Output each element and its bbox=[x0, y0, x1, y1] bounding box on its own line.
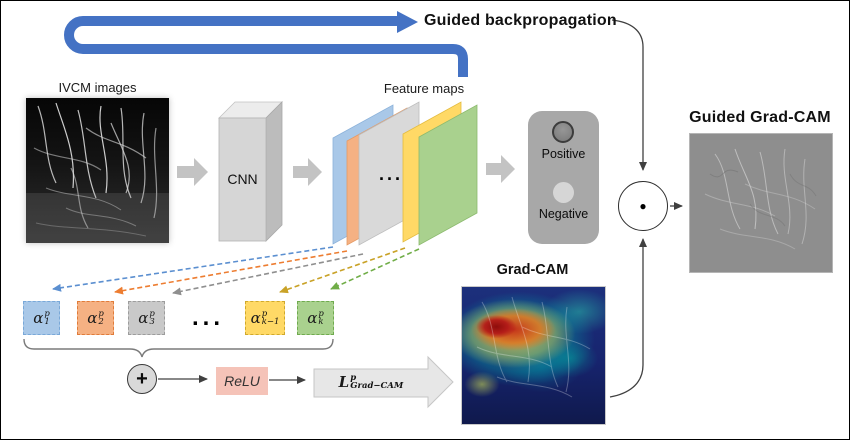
gradcam-title: Grad-CAM bbox=[496, 262, 569, 278]
dashed-arrow-gray bbox=[172, 253, 364, 296]
alpha-2-symbol: α bbox=[87, 309, 98, 327]
cnn-box bbox=[218, 101, 283, 242]
gradcam-fibers bbox=[476, 296, 591, 398]
dashed-arrow-green bbox=[330, 248, 420, 290]
plus-icon: + bbox=[136, 368, 148, 390]
dashed-arrow-yellow bbox=[279, 247, 406, 294]
feature-maps-ellipsis: ... bbox=[379, 164, 404, 184]
backprop-arrowhead-icon bbox=[397, 11, 418, 33]
positive-circle-icon bbox=[552, 121, 574, 143]
gradcam-image bbox=[461, 286, 606, 425]
alpha-k-symbol: α bbox=[307, 309, 318, 327]
gradcam-to-dot-connector bbox=[609, 238, 647, 398]
weights-box: Positive Negative bbox=[528, 111, 599, 244]
sum-node: + bbox=[127, 364, 157, 394]
cnn-box-front bbox=[218, 117, 267, 242]
guided-fibers bbox=[704, 148, 817, 250]
relu-box: ReLU bbox=[216, 367, 268, 395]
backprop-to-dot-connector bbox=[611, 19, 647, 171]
feature-map-green bbox=[418, 104, 478, 246]
lterm-symbol: L bbox=[338, 373, 350, 391]
backprop-arrow-shaft bbox=[64, 16, 468, 77]
dot-operator-icon: ● bbox=[639, 199, 647, 213]
alpha-3-symbol: α bbox=[138, 309, 149, 327]
positive-label: Positive bbox=[541, 147, 586, 161]
relu-label: ReLU bbox=[224, 373, 260, 389]
cnn-box-side bbox=[265, 101, 283, 242]
alpha-brace bbox=[23, 338, 334, 358]
ivcm-haze bbox=[26, 193, 169, 243]
feature-maps-label: Feature maps bbox=[383, 81, 465, 96]
guided-gradcam-image bbox=[689, 133, 833, 273]
backprop-arrow bbox=[64, 11, 468, 77]
ivcm-images-label: IVCM images bbox=[58, 80, 137, 95]
arrow-ivcm-to-cnn-icon bbox=[177, 158, 208, 186]
guided-gradcam-title: Guided Grad-CAM bbox=[689, 109, 831, 126]
gradient-arrows bbox=[52, 246, 420, 296]
dashed-arrow-orange bbox=[114, 250, 348, 295]
lterm-block-arrow bbox=[313, 355, 454, 409]
dot-product-node: ● bbox=[618, 181, 668, 231]
arrow-features-to-weights-icon bbox=[486, 155, 515, 183]
cnn-label: CNN bbox=[227, 171, 258, 187]
ivcm-image bbox=[26, 98, 169, 243]
alpha-k-1-symbol: α bbox=[250, 309, 261, 327]
negative-label: Negative bbox=[538, 207, 589, 221]
guided-backprop-label: Guided backpropagation bbox=[424, 12, 617, 29]
dashed-arrow-blue bbox=[52, 246, 334, 292]
nerve-fibers bbox=[33, 102, 158, 237]
negative-circle-icon bbox=[553, 182, 574, 203]
alpha-ellipsis: ... bbox=[191, 304, 224, 331]
arrow-cnn-to-features-icon bbox=[293, 158, 322, 186]
alpha-1-symbol: α bbox=[33, 309, 44, 327]
feature-map-stack bbox=[332, 101, 478, 246]
